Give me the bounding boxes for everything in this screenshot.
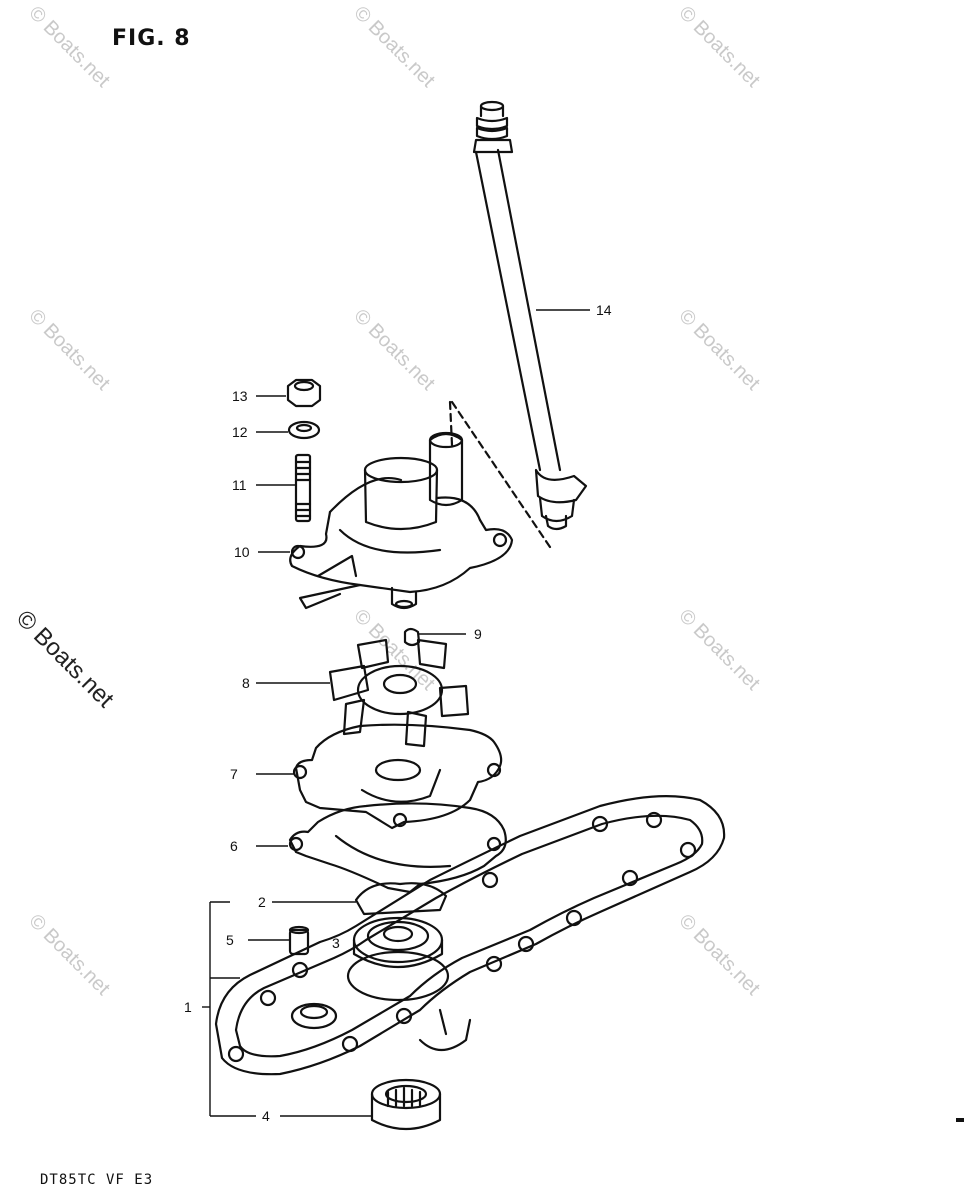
callout-8: 8 (242, 675, 250, 691)
callout-2: 2 (258, 894, 266, 910)
impeller-key (403, 627, 421, 647)
callout-7: 7 (230, 766, 238, 782)
callout-6: 6 (230, 838, 238, 854)
callout-14: 14 (596, 302, 612, 318)
callout-12: 12 (232, 424, 248, 440)
bearing (370, 1078, 442, 1130)
gasket-upper (292, 723, 503, 830)
callout-13: 13 (232, 388, 248, 404)
callout-10: 10 (234, 544, 250, 560)
callout-3: 3 (332, 935, 340, 951)
gasket-lower (288, 802, 507, 894)
callout-11: 11 (232, 477, 247, 493)
nut (286, 378, 322, 408)
callout-1: 1 (184, 999, 192, 1015)
stud-bolt (294, 453, 312, 523)
impeller (328, 638, 470, 748)
figure-title: FIG. 8 (112, 26, 191, 51)
page-mark (956, 1118, 964, 1122)
seal-housing (352, 882, 448, 969)
callout-4: 4 (262, 1108, 270, 1124)
washer (287, 420, 321, 440)
model-code: DT85TC VF E3 (40, 1172, 154, 1188)
water-tube (472, 100, 588, 531)
pump-case (289, 431, 514, 610)
lower-plate (214, 795, 726, 1076)
callout-9: 9 (474, 626, 482, 642)
callout-5: 5 (226, 932, 234, 948)
dowel-pin (288, 925, 310, 956)
